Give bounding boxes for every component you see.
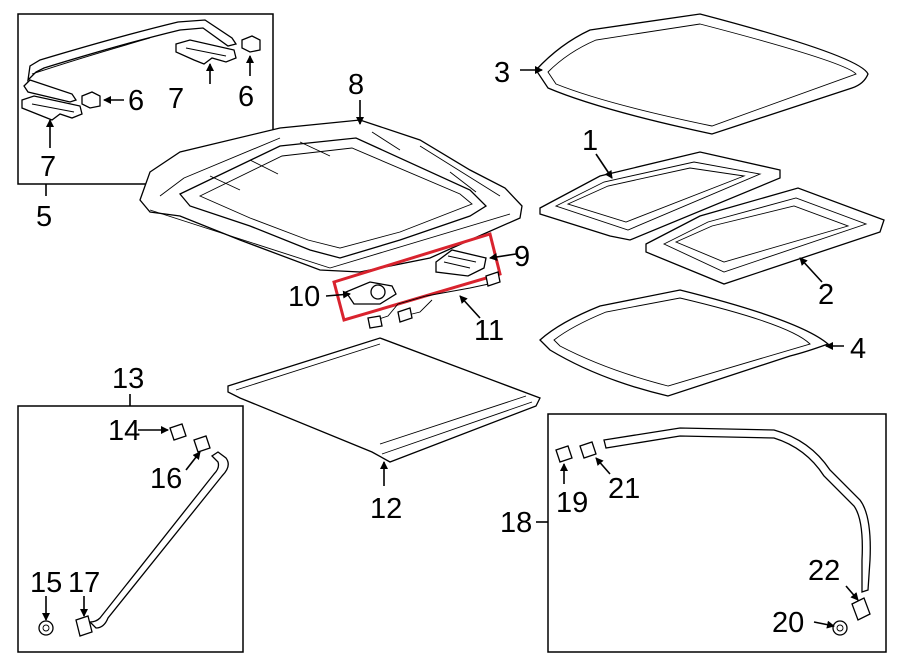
callout-1: 1 <box>582 125 598 157</box>
callout-2: 2 <box>818 279 834 311</box>
callout-17: 17 <box>68 567 100 599</box>
callout-10: 10 <box>288 281 320 313</box>
callout-22: 22 <box>808 555 840 587</box>
sunroof-frame-8: 8 <box>139 69 523 273</box>
callout-3: 3 <box>494 57 510 89</box>
callout-15: 15 <box>30 567 62 599</box>
callout-11: 11 <box>474 315 504 347</box>
inset-box-18: 18 19 20 21 22 <box>500 413 887 653</box>
callout-18: 18 <box>500 507 532 539</box>
callout-12: 12 <box>370 493 402 525</box>
callout-21: 21 <box>608 473 640 505</box>
callout-19: 19 <box>556 487 588 519</box>
callout-8: 8 <box>348 69 364 101</box>
sunshade-12: 12 <box>227 337 541 525</box>
highlighted-motor-group: 9 10 11 <box>288 232 530 347</box>
callout-20: 20 <box>772 607 804 639</box>
callout-9: 9 <box>514 241 530 273</box>
callout-16: 16 <box>150 463 182 495</box>
callout-7b: 7 <box>40 151 56 183</box>
callout-5: 5 <box>36 201 52 233</box>
callout-7a: 7 <box>168 83 184 115</box>
callout-13: 13 <box>112 363 144 395</box>
callout-14: 14 <box>108 415 140 447</box>
callout-6a: 6 <box>128 85 144 117</box>
inset-box-5: 6 6 7 7 5 <box>17 13 274 233</box>
glass-panels: 3 1 2 4 <box>494 13 885 397</box>
callout-4: 4 <box>850 333 866 365</box>
inset-box-13: 13 14 15 16 17 <box>17 363 244 653</box>
callout-6b: 6 <box>238 81 254 113</box>
